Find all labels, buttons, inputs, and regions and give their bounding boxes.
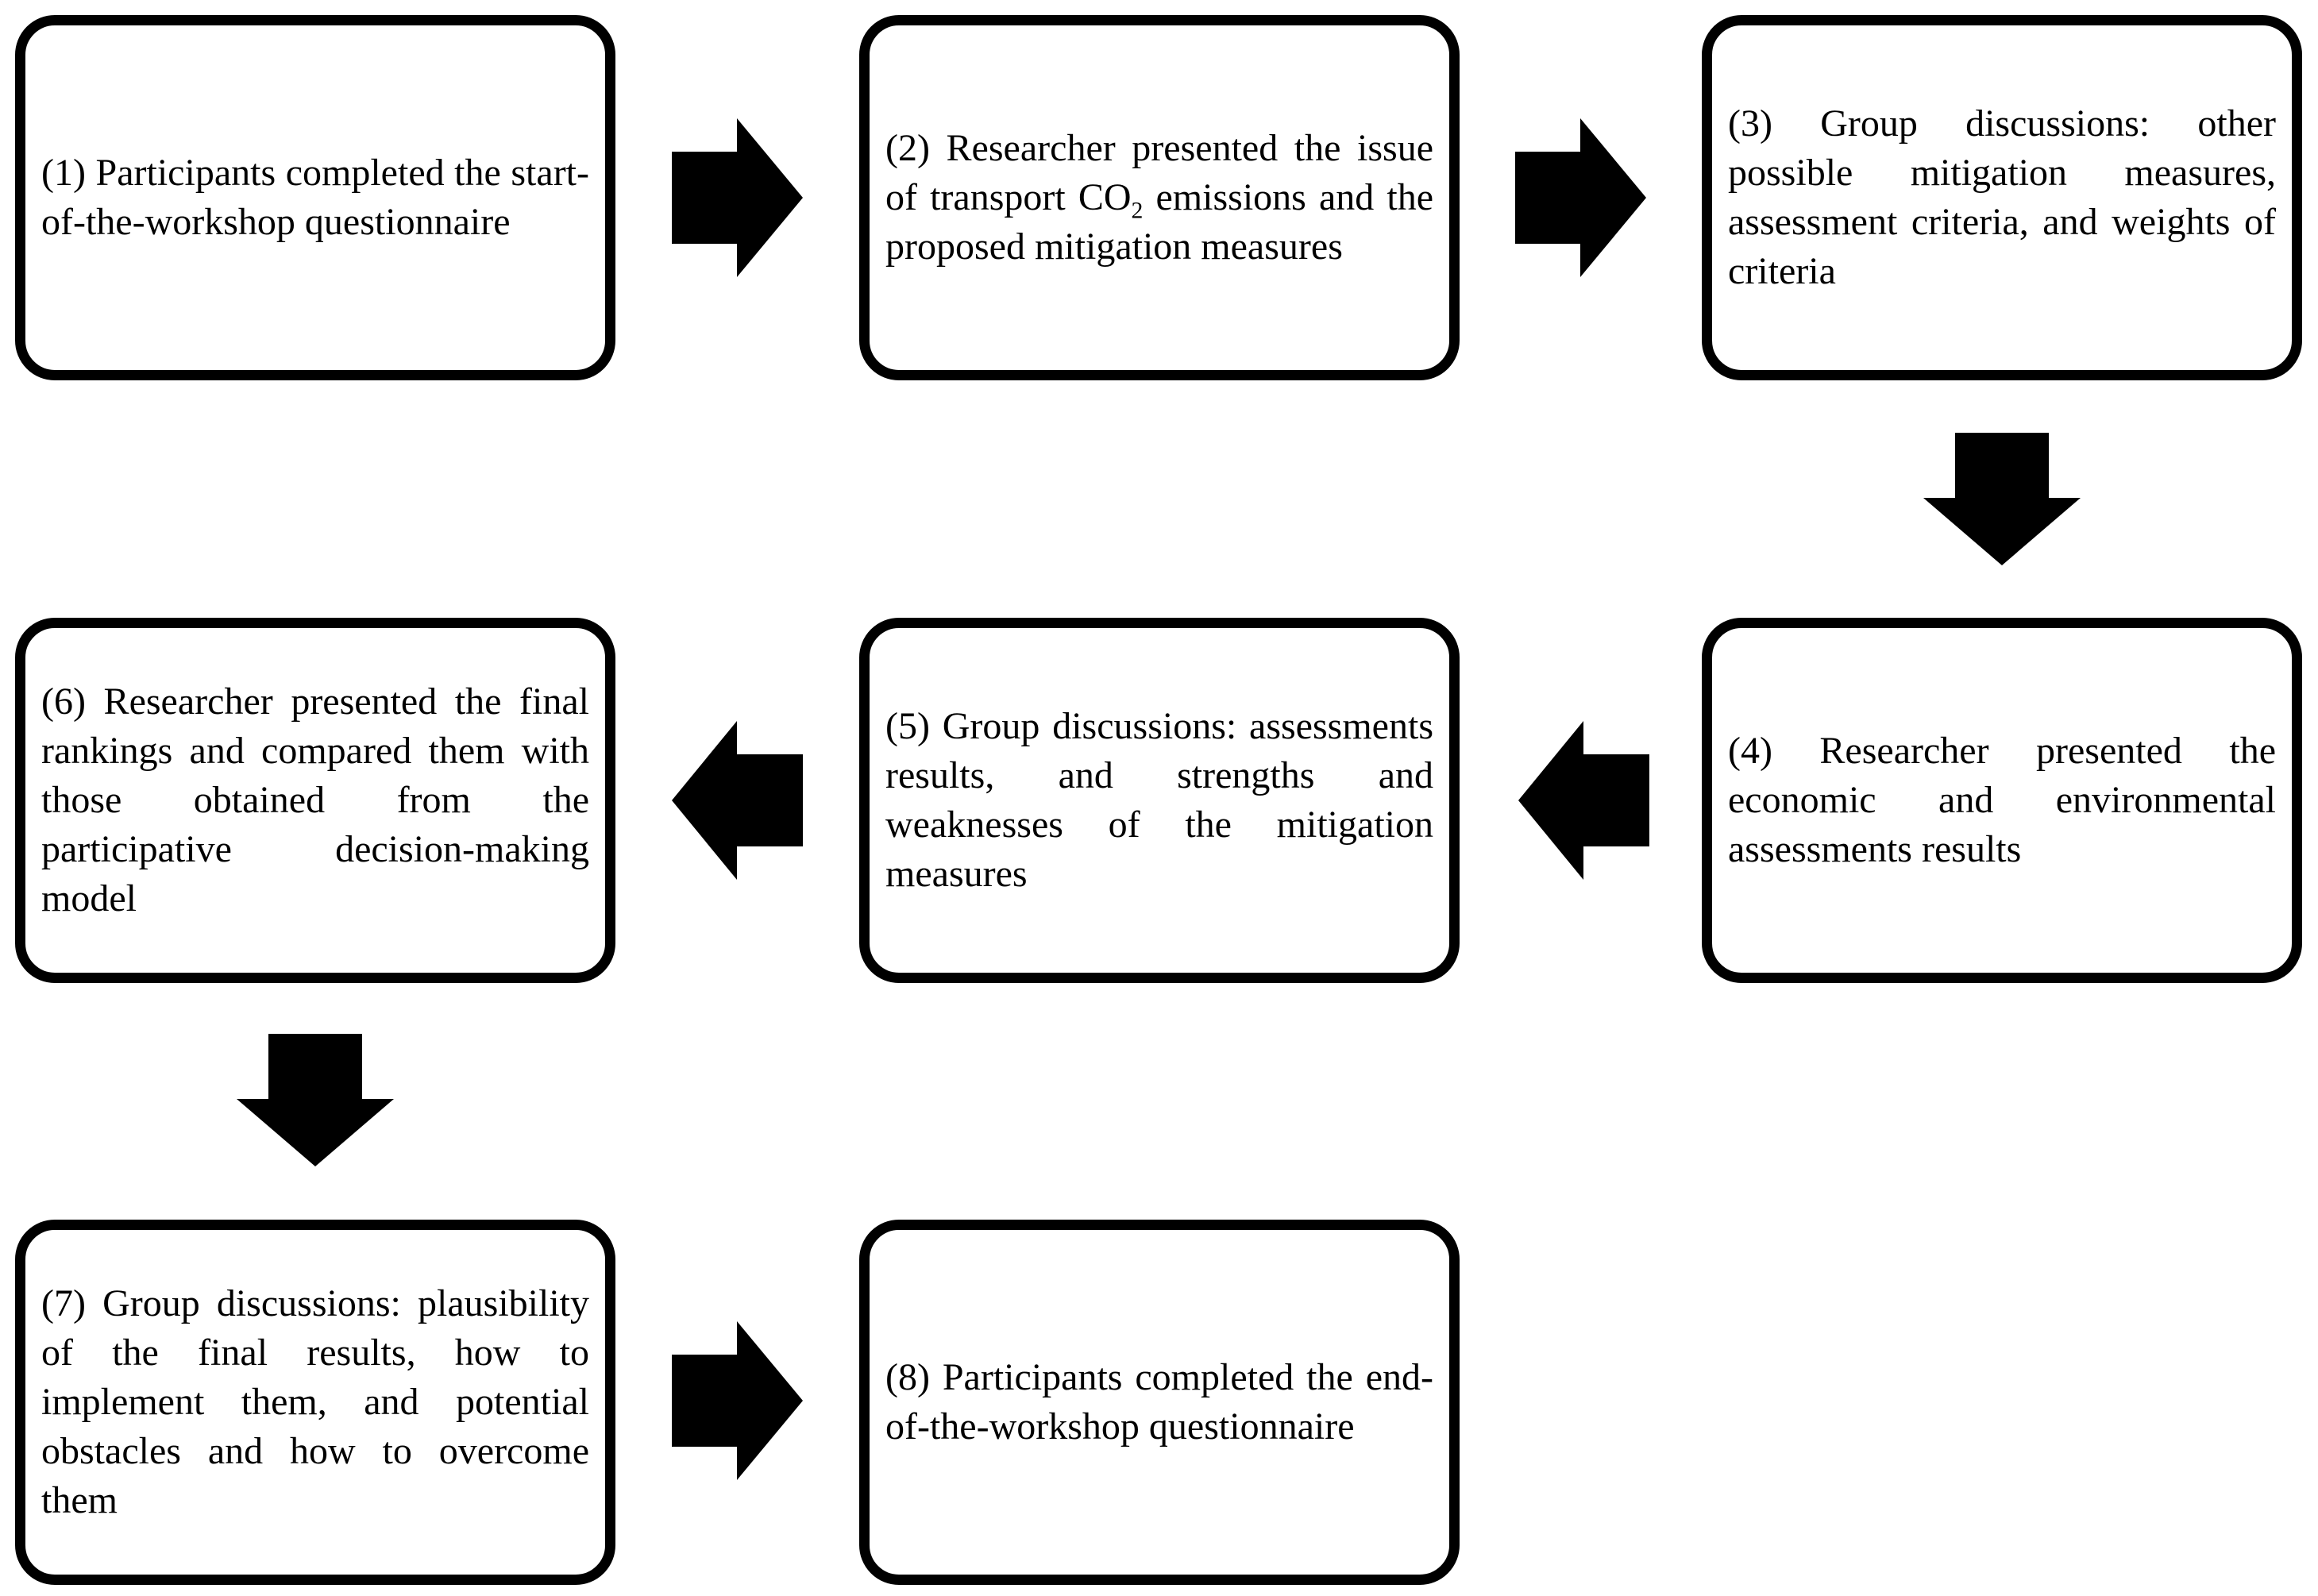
flow-step-5: (5) Group discussions: assessments resul… (859, 618, 1460, 983)
flow-step-1: (1) Participants completed the start-of-… (15, 15, 615, 380)
flow-step-5-text: (5) Group discussions: assessments resul… (885, 705, 1433, 895)
flow-step-2-text: (2) Researcher presented the issue of tr… (870, 124, 1449, 272)
arrow-left-icon (672, 721, 803, 880)
arrow-down-icon (237, 1034, 394, 1166)
flow-step-2: (2) Researcher presented the issue of tr… (859, 15, 1460, 380)
flow-step-2-text-after-sub: emissions and the proposed mitigation me… (885, 176, 1434, 268)
flow-step-1-text: (1) Participants completed the start-of-… (41, 152, 589, 243)
flow-step-7: (7) Group discussions: plausibility of t… (15, 1220, 615, 1585)
flow-step-3-text: (3) Group discussions: other possible mi… (1728, 102, 2276, 292)
flow-step-7-text: (7) Group discussions: plausibility of t… (41, 1282, 589, 1521)
co2-subscript: 2 (1131, 197, 1144, 224)
flow-step-6-text: (6) Researcher presented the final ranki… (41, 680, 589, 919)
arrow-right-icon (672, 1321, 803, 1480)
arrow-left-icon (1518, 721, 1649, 880)
arrow-down-icon (1923, 433, 2081, 565)
flow-step-6: (6) Researcher presented the final ranki… (15, 618, 615, 983)
arrow-right-icon (1515, 118, 1646, 277)
flow-step-4-text: (4) Researcher presented the economic an… (1728, 730, 2276, 870)
flow-step-8-text: (8) Participants completed the end-of-th… (885, 1356, 1433, 1448)
flow-step-8: (8) Participants completed the end-of-th… (859, 1220, 1460, 1585)
flow-step-2-text-before-sub: (2) Researcher presented the issue of tr… (885, 127, 1433, 218)
flow-step-3: (3) Group discussions: other possible mi… (1702, 15, 2302, 380)
flow-step-4: (4) Researcher presented the economic an… (1702, 618, 2302, 983)
arrow-right-icon (672, 118, 803, 277)
